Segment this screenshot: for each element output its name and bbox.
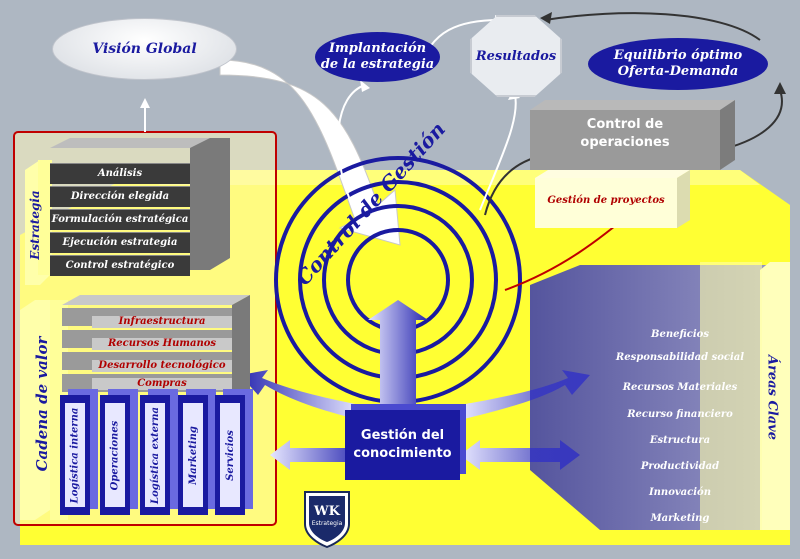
gestion-conocimiento-line-2: conocimiento [353, 446, 452, 461]
estrategia-item: Control estratégico [50, 255, 190, 276]
up-arrow [368, 300, 428, 410]
gestion-conocimiento-box: Gestión del conocimiento [345, 410, 460, 480]
equilibrio-line-2: Oferta-Demanda [617, 64, 739, 79]
gestion-conocimiento-line-1: Gestión del [360, 428, 445, 443]
vision-arrow [219, 59, 401, 246]
resultados-octagon: Resultados [470, 15, 562, 97]
implantacion-line-2: de la estrategia [320, 57, 435, 72]
control-operaciones-line-2: operaciones [580, 135, 670, 150]
cadena-column: Operaciones [100, 395, 130, 515]
cadena-title: Cadena de valor [33, 336, 51, 472]
vision-global-oval: Visión Global [52, 18, 237, 80]
areas-clave-title: Áreas Clave [764, 354, 780, 440]
cadena-column-label: Servicios [224, 429, 236, 481]
left-bidirectional-arrow [270, 440, 365, 470]
right-bidirectional-arrow [460, 440, 580, 470]
control-operaciones-line-1: Control de [586, 117, 664, 132]
cadena-column-label: Marketing [187, 425, 199, 485]
cadena-column: Logística externa [140, 395, 170, 515]
area-item: Recursos Materiales [622, 382, 738, 393]
area-item: Estructura [649, 435, 711, 446]
resultados-label: Resultados [475, 48, 557, 64]
cadena-row: Compras [92, 378, 232, 390]
area-item: Productividad [640, 461, 720, 472]
estrategia-item: Ejecución estrategia [50, 232, 190, 253]
estrategia-item: Análisis [50, 163, 190, 184]
control-operaciones-box [530, 110, 720, 170]
shield-icon [304, 491, 350, 549]
area-item: Beneficios [651, 329, 709, 340]
control-operaciones-label: Control de operaciones [530, 116, 720, 152]
wk-logo: WK Estrategia [303, 490, 351, 549]
equilibrio-oval: Equilibrio óptimo Oferta-Demanda [588, 38, 768, 90]
cadena-column-label: Logística externa [149, 406, 161, 504]
estrategia-item: Formulación estratégica [50, 209, 190, 230]
cadena-column: Logística interna [60, 395, 90, 515]
area-item: Responsabilidad social [615, 352, 745, 363]
cadena-row: Infraestructura [92, 316, 232, 328]
area-item: Marketing [650, 513, 710, 524]
gestion-proyectos-label: Gestión de proyectos [547, 195, 665, 206]
vision-global-label: Visión Global [92, 41, 197, 57]
wk-logo-text: Estrategia [311, 520, 343, 527]
cadena-row: Recursos Humanos [92, 338, 232, 350]
cadena-column-label: Operaciones [109, 420, 121, 490]
implantacion-oval: Implantación de la estrategia [315, 32, 440, 82]
cadena-column: Servicios [215, 395, 245, 515]
implantacion-line-1: Implantación [328, 41, 427, 56]
estrategia-item: Dirección elegida [50, 186, 190, 207]
equilibrio-line-1: Equilibrio óptimo [613, 48, 743, 63]
area-item: Recurso financiero [627, 409, 733, 420]
cadena-column: Marketing [178, 395, 208, 515]
cadena-row: Desarrollo tecnológico [92, 360, 232, 372]
cadena-column-label: Logística interna [69, 407, 81, 503]
gestion-proyectos-box [535, 178, 677, 228]
wk-logo-letters: WK [314, 504, 340, 519]
area-item: Innovación [648, 487, 711, 498]
estrategia-title: Estrategia [28, 190, 42, 260]
